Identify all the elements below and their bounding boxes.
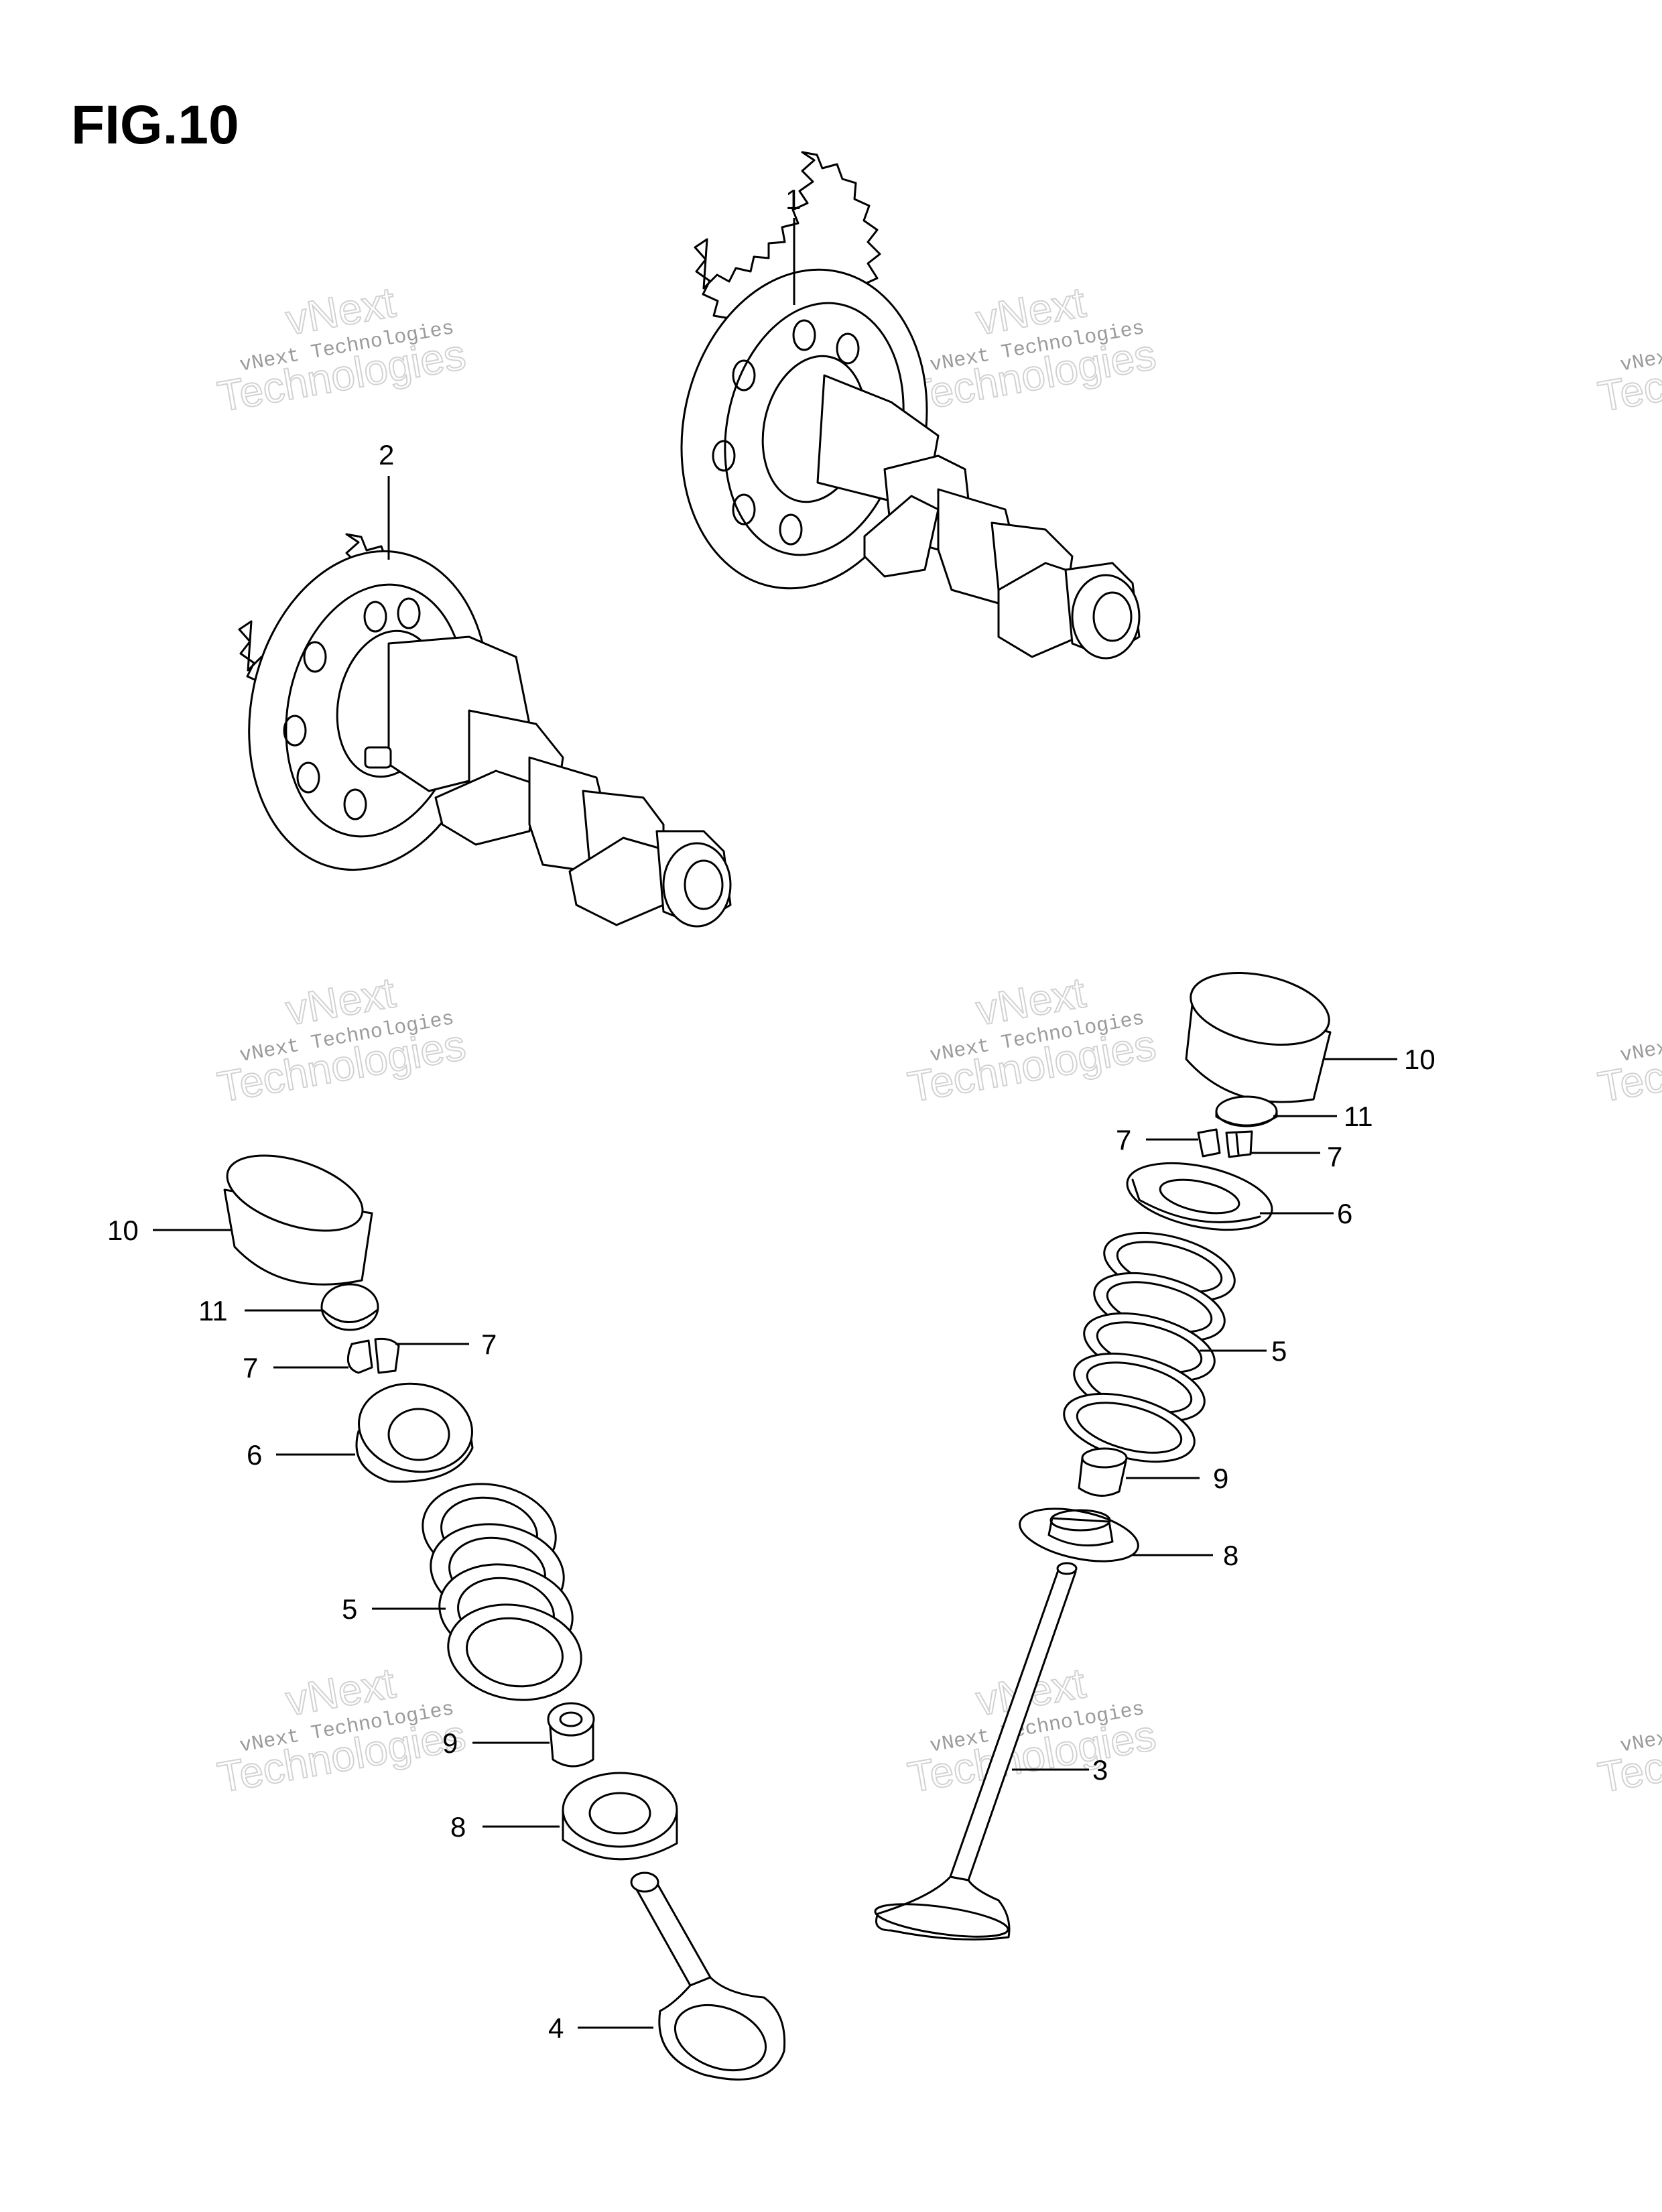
watermark: vNext vNext Technologies Technologies xyxy=(213,967,469,1112)
valve-right xyxy=(874,1562,1078,1941)
cotter-right-b xyxy=(1225,1130,1253,1158)
watermark: vNext vNext Technologies Technologies xyxy=(903,967,1159,1112)
callout-9-left: 9 xyxy=(442,1727,458,1759)
callout-8-right: 8 xyxy=(1223,1540,1238,1571)
watermark-edge: vNext Technologies Technologies xyxy=(1594,317,1662,422)
callout-10-left: 10 xyxy=(107,1215,139,1246)
callout-9-right: 9 xyxy=(1213,1463,1228,1494)
callout-10-right: 10 xyxy=(1404,1044,1435,1075)
stem-seal-left xyxy=(547,1702,595,1768)
watermark-bottom: Technologies xyxy=(1594,1020,1662,1111)
camshaft-2 xyxy=(238,533,732,928)
watermark: vNext vNext Technologies Technologies xyxy=(213,1658,469,1802)
callout-7-left-a: 7 xyxy=(243,1352,258,1384)
valve-spring-right xyxy=(1063,1231,1236,1463)
watermark-bottom: Technologies xyxy=(1594,330,1662,421)
cotter-left-a xyxy=(346,1339,373,1374)
watermark: vNext vNext Technologies Technologies xyxy=(213,277,469,422)
shim-right xyxy=(1215,1095,1278,1127)
callout-7-right-b: 7 xyxy=(1327,1141,1342,1172)
callout-7-left-b: 7 xyxy=(481,1329,497,1360)
callout-3: 3 xyxy=(1092,1754,1108,1786)
watermark-edge: vNext Technologies Technologies xyxy=(1594,1007,1662,1112)
callout-6-left: 6 xyxy=(247,1439,262,1471)
callout-6-right: 6 xyxy=(1337,1198,1352,1229)
callout-5-right: 5 xyxy=(1271,1335,1287,1367)
callout-5-left: 5 xyxy=(342,1593,357,1625)
watermark-bottom: Technologies xyxy=(1594,1711,1662,1802)
valve-spring-left xyxy=(422,1483,582,1701)
watermark-edge: vNext Technologies Technologies xyxy=(1594,1698,1662,1802)
tappet-right xyxy=(1185,971,1332,1103)
watermark: vNext vNext Technologies Technologies xyxy=(903,277,1159,422)
retainer-right xyxy=(1126,1162,1273,1231)
cotter-right-a xyxy=(1197,1128,1221,1158)
figure-title: FIG.10 xyxy=(71,95,239,156)
stem-seal-right xyxy=(1078,1447,1128,1497)
callout-8-left: 8 xyxy=(450,1811,466,1843)
cotter-left-b xyxy=(374,1338,400,1374)
shim-left xyxy=(320,1283,379,1331)
tappet-left xyxy=(223,1154,373,1286)
callout-11-right: 11 xyxy=(1344,1101,1373,1132)
valve-left xyxy=(630,1871,786,2081)
callout-11-left: 11 xyxy=(198,1295,228,1327)
callout-1: 1 xyxy=(785,184,801,215)
callout-2: 2 xyxy=(379,439,394,471)
camshaft-1 xyxy=(680,151,1141,660)
spring-seat-right xyxy=(1019,1508,1139,1562)
callout-4: 4 xyxy=(548,2012,564,2044)
callout-7-right-a: 7 xyxy=(1116,1124,1131,1156)
spring-seat-left xyxy=(562,1772,678,1861)
retainer-left xyxy=(355,1382,474,1483)
